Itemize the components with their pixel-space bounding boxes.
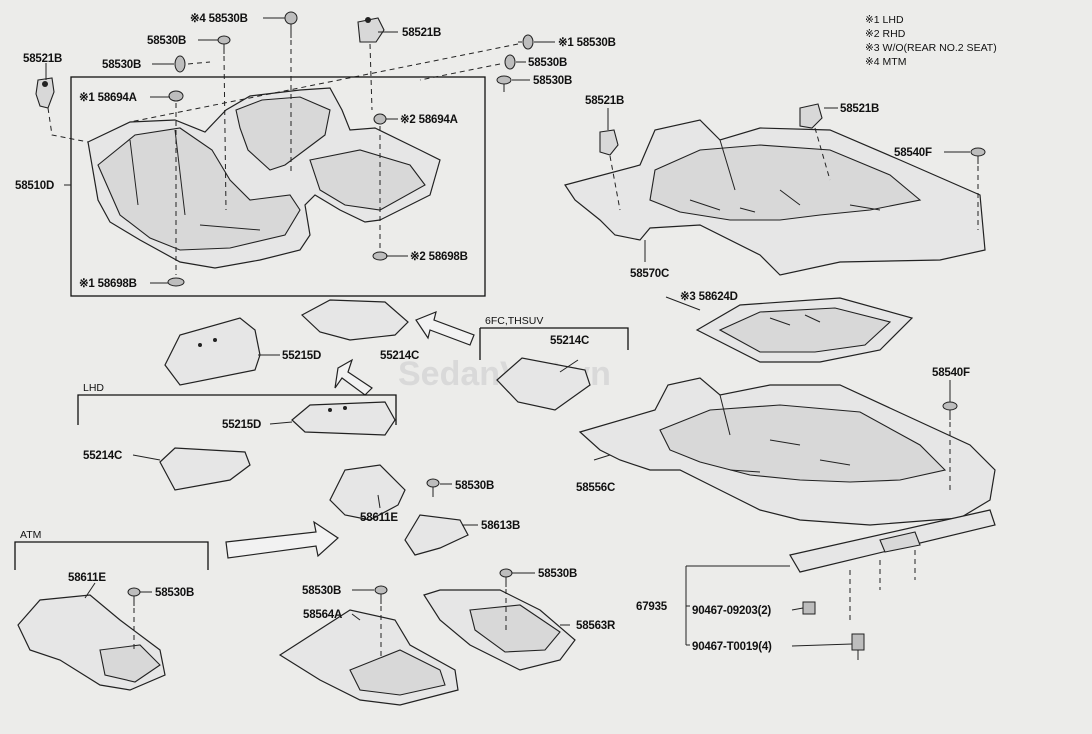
leader-lines bbox=[45, 17, 970, 647]
note-lhd: ※1 LHD bbox=[865, 14, 904, 26]
arrow-left bbox=[415, 311, 475, 346]
clip-58521B-left bbox=[35, 77, 55, 109]
clip-58530B-l1 bbox=[518, 34, 534, 50]
legend-notes: ※1 LHD ※2 RHD ※3 W/O(REAR NO.2 SEAT) ※4 … bbox=[865, 14, 997, 68]
floor-carpet-58556C bbox=[578, 377, 996, 526]
arrow-right bbox=[225, 520, 339, 559]
label-55214C-c: 55214C bbox=[83, 450, 122, 462]
label-58570C: 58570C bbox=[630, 268, 669, 280]
part-labels: 58521B ※4 58530B 58521B 58530B 58530B ※1… bbox=[15, 12, 970, 653]
panel-55215D-b bbox=[291, 401, 396, 436]
carpet-58564A bbox=[278, 609, 459, 706]
group-box-58510D bbox=[70, 76, 486, 297]
screw-90467-09203 bbox=[802, 601, 816, 615]
label-58564A: 58564A bbox=[303, 609, 342, 621]
label-55215D-a: 55215D bbox=[282, 350, 321, 362]
label-55215D-b: 55215D bbox=[222, 419, 261, 431]
panel-55214C-a bbox=[300, 299, 409, 341]
label-58694A-l1: ※1 58694A bbox=[79, 91, 137, 104]
step-cover-67935 bbox=[789, 509, 996, 573]
clip-58540F-b bbox=[942, 401, 958, 420]
label-55214C-b: 55214C bbox=[550, 335, 589, 347]
label-90467-T0019: 90467-T0019(4) bbox=[692, 641, 772, 653]
label-58521B-a: 58521B bbox=[23, 53, 62, 65]
arrow-up-left bbox=[334, 358, 373, 396]
label-58521B-b: 58521B bbox=[402, 27, 441, 39]
label-58530B-m4: ※4 58530B bbox=[190, 12, 248, 25]
label-58563R: 58563R bbox=[576, 620, 616, 632]
label-58510D: 58510D bbox=[15, 180, 54, 192]
label-group-lhd: LHD bbox=[83, 382, 104, 394]
label-58611E-a: 58611E bbox=[360, 512, 398, 524]
label-67935: 67935 bbox=[636, 601, 668, 613]
screw-90467-T0019 bbox=[851, 633, 865, 660]
clip-58521B-d bbox=[799, 103, 823, 129]
label-58530B-e: 58530B bbox=[455, 480, 494, 492]
clip-58530B-g bbox=[374, 585, 388, 604]
panel-55214C-c bbox=[159, 447, 251, 491]
rear-floor-carpet-58570C bbox=[564, 119, 986, 276]
clip-58521B-top bbox=[357, 17, 385, 43]
label-58530B-a: 58530B bbox=[147, 35, 186, 47]
label-58624D: ※3 58624D bbox=[680, 290, 738, 303]
label-58521B-d: 58521B bbox=[840, 103, 879, 115]
panel-55215D-a bbox=[164, 317, 261, 386]
cover-58611E-b bbox=[17, 594, 166, 691]
clip-58530B-a bbox=[217, 35, 231, 54]
label-58540F-b: 58540F bbox=[932, 367, 970, 379]
clip-58530B-c bbox=[504, 54, 516, 70]
mat-58624D bbox=[695, 297, 914, 363]
clip-58530B-d bbox=[496, 75, 512, 92]
label-58611E-b: 58611E bbox=[68, 572, 106, 584]
carpet-58563R bbox=[423, 589, 576, 671]
label-58556C: 58556C bbox=[576, 482, 615, 494]
panel-55214C-b bbox=[496, 357, 591, 411]
label-58694A-r2: ※2 58694A bbox=[400, 113, 458, 126]
note-wo-rear-seat: ※3 W/O(REAR NO.2 SEAT) bbox=[865, 42, 997, 54]
clip-58530B-e bbox=[426, 478, 440, 497]
label-58530B-l1: ※1 58530B bbox=[558, 36, 616, 49]
clip-58540F-a bbox=[970, 147, 986, 164]
label-group-atm: ATM bbox=[20, 529, 41, 541]
label-group-6fc-thsuv: 6FC,THSUV bbox=[485, 315, 543, 327]
cover-58611E-a bbox=[329, 464, 406, 521]
clip-58530B-f bbox=[127, 587, 141, 606]
label-58530B-d: 58530B bbox=[533, 75, 572, 87]
note-rhd: ※2 RHD bbox=[865, 28, 906, 40]
label-55214C-a: 55214C bbox=[380, 350, 419, 362]
label-58521B-c: 58521B bbox=[585, 95, 624, 107]
label-58530B-c: 58530B bbox=[528, 57, 567, 69]
bracket-58613B bbox=[404, 514, 469, 556]
clip-58530B-h bbox=[499, 568, 513, 587]
label-58530B-h: 58530B bbox=[538, 568, 577, 580]
label-58540F-a: 58540F bbox=[894, 147, 932, 159]
label-58530B-g: 58530B bbox=[302, 585, 341, 597]
front-carpet-58510D bbox=[87, 87, 441, 269]
label-90467-09203: 90467-09203(2) bbox=[692, 605, 771, 617]
clip-58521B-c bbox=[599, 129, 619, 156]
label-58698B-r2: ※2 58698B bbox=[410, 250, 468, 263]
label-58698B-l1: ※1 58698B bbox=[79, 277, 137, 290]
label-58613B: 58613B bbox=[481, 520, 520, 532]
clip-58530B-top bbox=[284, 11, 298, 38]
clip-58530B-b bbox=[174, 55, 186, 73]
note-mtm: ※4 MTM bbox=[865, 56, 906, 68]
label-58530B-b: 58530B bbox=[102, 59, 141, 71]
label-58530B-f: 58530B bbox=[155, 587, 194, 599]
